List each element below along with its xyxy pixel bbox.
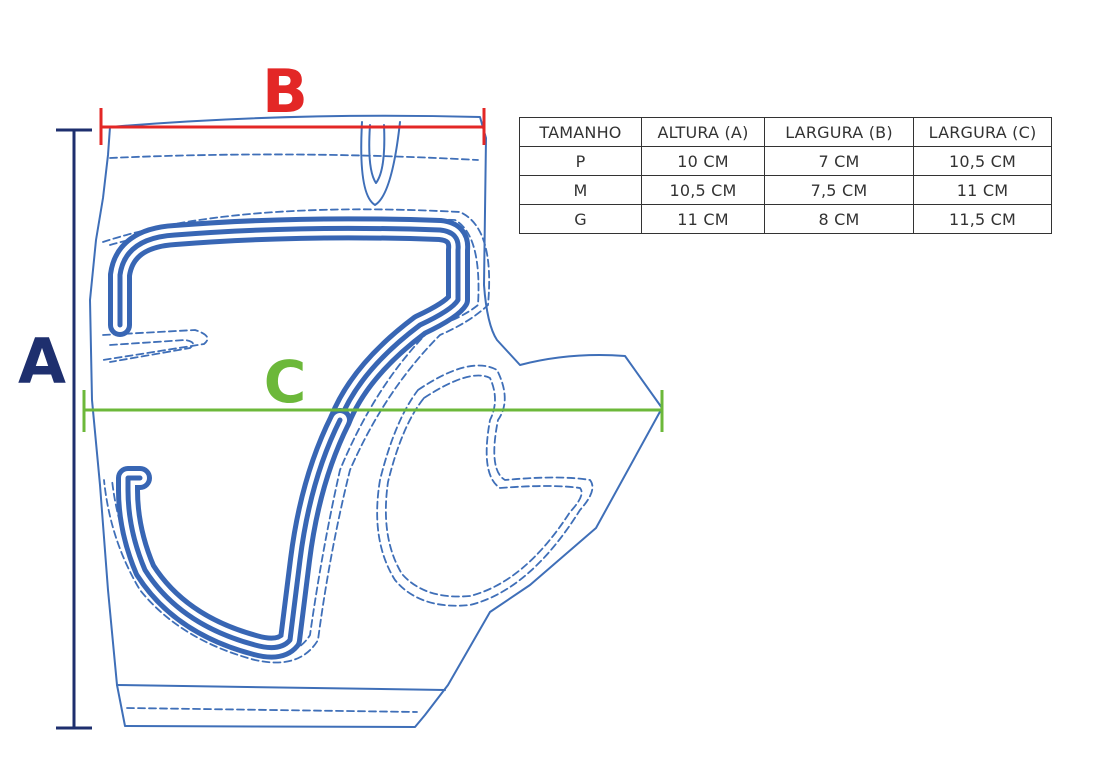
label-a: A — [18, 325, 66, 398]
cell-size: M — [519, 175, 642, 205]
size-table: TAMANHO ALTURA (A) LARGURA (B) LARGURA (… — [519, 117, 1052, 234]
cell-altura: 11 CM — [641, 204, 765, 234]
table-row: P 10 CM 7 CM 10,5 CM — [519, 146, 1052, 176]
cell-largura-c: 11 CM — [913, 175, 1052, 205]
dimension-b — [99, 108, 486, 145]
cell-largura-b: 7,5 CM — [764, 175, 914, 205]
palm-pad-stripes — [108, 216, 471, 660]
header-tamanho: TAMANHO — [519, 117, 642, 147]
table-row: M 10,5 CM 7,5 CM 11 CM — [519, 175, 1052, 205]
cell-altura: 10 CM — [641, 146, 765, 176]
dimension-a — [56, 128, 92, 730]
label-c: C — [264, 348, 307, 416]
cell-largura-b: 7 CM — [764, 146, 914, 176]
dimension-c — [82, 390, 664, 432]
header-altura: ALTURA (A) — [641, 117, 765, 147]
cell-size: P — [519, 146, 642, 176]
table-header-row: TAMANHO ALTURA (A) LARGURA (B) LARGURA (… — [519, 117, 1052, 147]
cell-altura: 10,5 CM — [641, 175, 765, 205]
glove-outline — [89, 114, 663, 728]
label-b: B — [262, 57, 308, 127]
cell-largura-b: 8 CM — [764, 204, 914, 234]
header-largura-c: LARGURA (C) — [913, 117, 1052, 147]
cell-largura-c: 11,5 CM — [913, 204, 1052, 234]
header-largura-b: LARGURA (B) — [764, 117, 914, 147]
cell-largura-c: 10,5 CM — [913, 146, 1052, 176]
table-row: G 11 CM 8 CM 11,5 CM — [519, 204, 1052, 234]
cell-size: G — [519, 204, 642, 234]
